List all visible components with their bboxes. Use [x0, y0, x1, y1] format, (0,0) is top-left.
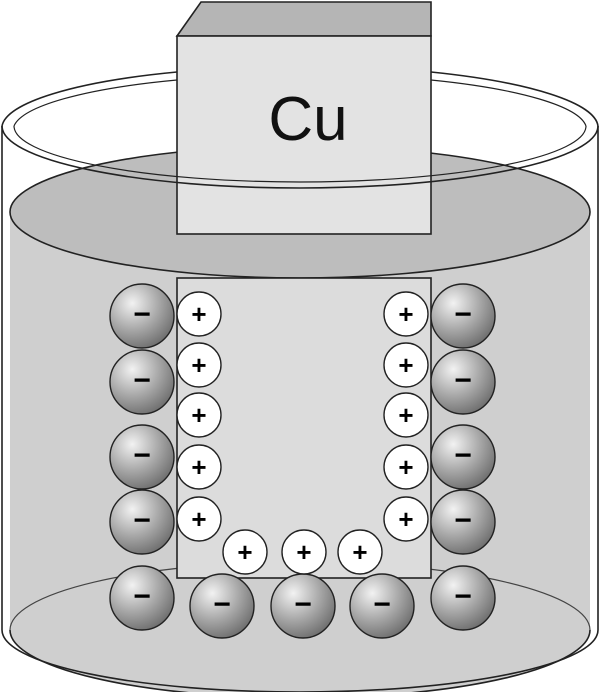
positive-ion-circle [383, 444, 429, 490]
positive-ion: + [176, 291, 222, 337]
positive-charge-symbol: + [191, 504, 206, 534]
positive-charge-symbol: + [398, 299, 413, 329]
electrode-label: Cu [268, 85, 347, 154]
positive-ion: + [222, 529, 268, 575]
negative-charge-symbol: − [454, 364, 472, 397]
negative-ion: − [109, 424, 175, 490]
positive-ion: + [176, 392, 222, 438]
negative-ion-circle [109, 349, 175, 415]
negative-ion: − [349, 573, 415, 639]
positive-charge-symbol: + [398, 504, 413, 534]
positive-charge-symbol: + [352, 537, 367, 567]
negative-ion: − [109, 283, 175, 349]
positive-charge-symbol: + [398, 400, 413, 430]
negative-charge-symbol: − [294, 588, 312, 621]
positive-ion-circle [383, 291, 429, 337]
positive-ion: + [383, 291, 429, 337]
negative-charge-symbol: − [454, 504, 472, 537]
positive-ion: + [383, 392, 429, 438]
positive-ion-circle [176, 342, 222, 388]
beaker-rim [1, 71, 599, 189]
positive-charge-symbol: + [191, 400, 206, 430]
electrode-block [176, 35, 432, 235]
ion-layer: −−−−−−−−−−−−−+++++++++++++ [109, 283, 496, 639]
positive-charge-symbol: + [191, 299, 206, 329]
electrode: Cu [175, 1, 432, 235]
negative-charge-symbol: − [454, 580, 472, 613]
negative-charge-symbol: − [133, 298, 151, 331]
negative-ion-circle [109, 565, 175, 631]
positive-charge-symbol: + [191, 452, 206, 482]
positive-ion: + [383, 496, 429, 542]
positive-ion-circle [222, 529, 268, 575]
negative-charge-symbol: − [133, 580, 151, 613]
negative-ion: − [430, 489, 496, 555]
negative-charge-symbol: − [454, 439, 472, 472]
negative-ion-circle [430, 489, 496, 555]
negative-charge-symbol: − [133, 364, 151, 397]
positive-charge-symbol: + [398, 452, 413, 482]
positive-ion: + [176, 342, 222, 388]
negative-charge-symbol: − [454, 298, 472, 331]
positive-ion: + [337, 529, 383, 575]
negative-ion-circle [430, 565, 496, 631]
negative-ion-circle [109, 283, 175, 349]
positive-ion-circle [176, 496, 222, 542]
negative-ion-circle [430, 424, 496, 490]
positive-ion-circle [281, 529, 327, 575]
positive-ion-circle [383, 342, 429, 388]
negative-charge-symbol: − [213, 588, 231, 621]
positive-ion-circle [383, 392, 429, 438]
positive-charge-symbol: + [237, 537, 252, 567]
negative-ion-circle [189, 573, 255, 639]
positive-ion-circle [383, 496, 429, 542]
negative-charge-symbol: − [133, 439, 151, 472]
negative-ion-circle [109, 424, 175, 490]
positive-ion-circle [176, 291, 222, 337]
positive-charge-symbol: + [398, 350, 413, 380]
negative-ion: − [109, 489, 175, 555]
negative-ion: − [430, 349, 496, 415]
negative-ion: − [430, 565, 496, 631]
positive-ion: + [383, 342, 429, 388]
negative-charge-symbol: − [133, 504, 151, 537]
negative-ion-circle [430, 283, 496, 349]
negative-ion: − [109, 349, 175, 415]
positive-charge-symbol: + [296, 537, 311, 567]
beaker-bottom-outer [1, 629, 599, 692]
positive-ion-circle [176, 444, 222, 490]
negative-ion: − [189, 573, 255, 639]
positive-ion-circle [337, 529, 383, 575]
negative-ion: − [270, 573, 336, 639]
positive-ion: + [281, 529, 327, 575]
negative-ion: − [430, 283, 496, 349]
positive-ion: + [176, 444, 222, 490]
negative-ion-circle [109, 489, 175, 555]
negative-ion-circle [430, 349, 496, 415]
negative-ion: − [430, 424, 496, 490]
negative-charge-symbol: − [373, 588, 391, 621]
electrode-top-face [175, 1, 432, 37]
negative-ion-circle [349, 573, 415, 639]
positive-ion-circle [176, 392, 222, 438]
positive-ion: + [383, 444, 429, 490]
positive-charge-symbol: + [191, 350, 206, 380]
positive-ion: + [176, 496, 222, 542]
negative-ion: − [109, 565, 175, 631]
